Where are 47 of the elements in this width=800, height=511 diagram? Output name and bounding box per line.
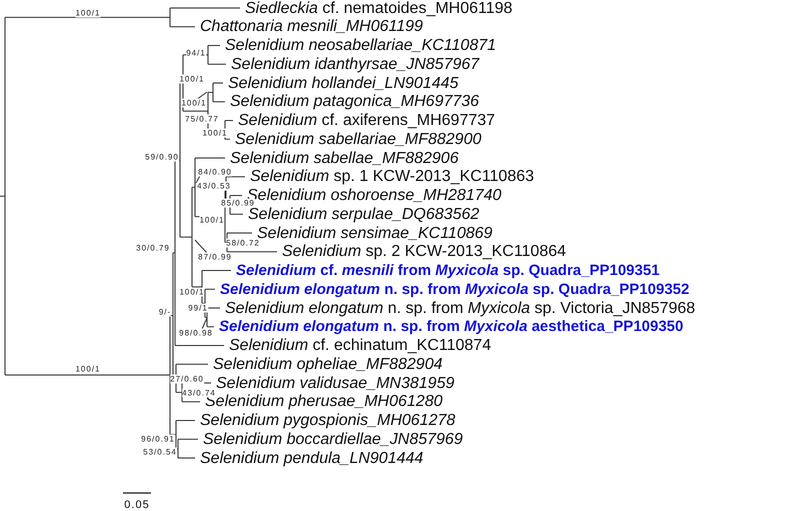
- support-value: 84/0.90: [198, 168, 232, 176]
- taxon-label: Selenidium serpulae_DQ683562: [248, 206, 480, 223]
- taxon-label: Selenidium sp. 1 KCW-2013_KC110863: [250, 168, 534, 186]
- taxon-label: Selenidium sabellariae_MF882900: [235, 130, 482, 148]
- support-value: 27/0.60: [170, 374, 204, 384]
- taxon-label: Selenidium hollandei_LN901445: [228, 74, 458, 92]
- taxon-label: Selenidium sp. 2 KCW-2013_KC110864: [282, 243, 566, 260]
- support-value: 94/1: [186, 48, 206, 58]
- support-value: 58/0.72: [226, 238, 260, 248]
- taxon-label: Selenidium cf. axiferens_MH697737: [238, 112, 496, 129]
- support-value: 85/0.99: [221, 198, 255, 208]
- taxon-label: Selenidium elongatum n. sp. from Myxicola sp. Victoria_JN857968: [225, 300, 696, 316]
- taxon-label: Selenidium cf. mesnili from Myxicola sp. Quadra_PP109351: [236, 262, 660, 279]
- taxon-label: Selenidium boccardiellae_JN857969: [203, 430, 463, 448]
- support-value: 43/0.74: [182, 388, 216, 398]
- support-value: 100/1: [181, 98, 207, 108]
- taxon-label: Selenidium idanthyrsae_JN857967: [231, 56, 480, 73]
- support-value: 100/1: [179, 288, 205, 296]
- support-value: 75/0.77: [185, 114, 219, 124]
- support-value: 98/0.98: [179, 328, 213, 338]
- support-value: 59/0.90: [145, 152, 179, 162]
- taxon-label: Selenidium sabellae_MF882906: [230, 150, 459, 166]
- taxon-label: Selenidium opheliae_MF882904: [213, 356, 442, 373]
- taxon-label: Selenidium elongatum n. sp. from Myxicola sp. Quadra_PP109352: [220, 280, 690, 298]
- taxon-label: Selenidium patagonica_MH697736: [230, 93, 480, 110]
- support-value: 96/0.91: [141, 434, 175, 444]
- taxon-label: Chattonaria mesnili_MH061199: [200, 18, 423, 36]
- support-value: 100/1: [199, 216, 225, 224]
- taxon-label: Selenidium validusae_MN381959: [216, 374, 454, 392]
- taxon-label: Selenidium cf. echinatum_KC110874: [229, 337, 492, 354]
- support-value: 30/0.79: [136, 244, 170, 252]
- taxon-label: Selenidium pendula_LN901444: [200, 450, 424, 466]
- support-value: 100/1: [179, 74, 205, 84]
- support-value: 87/0.99: [198, 252, 232, 262]
- support-value: 100/1: [75, 364, 101, 374]
- support-value: 53/0.54: [143, 448, 177, 456]
- scale-value: 0.05: [124, 499, 150, 511]
- taxon-label: Selenidium neosabellariae_KC110871: [225, 37, 496, 54]
- taxon-label: Selenidium sensimae_KC110869: [257, 224, 492, 242]
- support-value: 9/-: [158, 308, 172, 316]
- support-value: 100/1: [75, 8, 101, 18]
- taxon-label: Siedleckia cf. nematoides_MH061198: [245, 0, 512, 16]
- taxon-label: Selenidium elongatum n. sp. from Myxicola aesthetica_PP109350: [219, 318, 684, 336]
- taxon-label: Selenidium pygospionis_MH061278: [200, 412, 456, 429]
- support-value: 100/1: [202, 128, 228, 138]
- support-value: 43/0.53: [197, 182, 231, 190]
- support-value: 99/1: [188, 304, 208, 312]
